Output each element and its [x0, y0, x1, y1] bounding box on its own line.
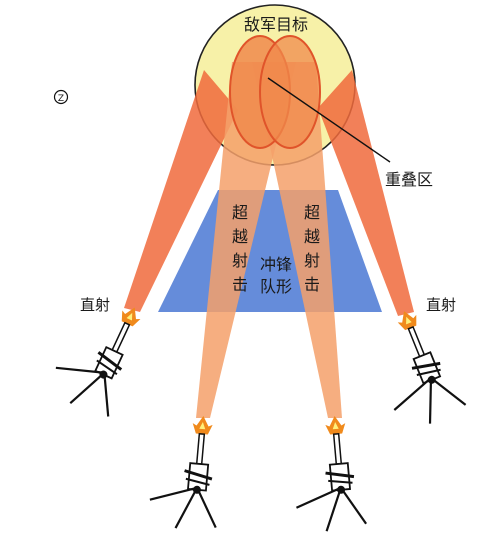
direct-fire-left-label: 直射: [80, 296, 110, 314]
overfire-right-char: 越: [304, 227, 320, 246]
overfire-beam-right: [252, 62, 342, 418]
overfire-left-char: 射: [232, 251, 248, 270]
overfire-right-char: 射: [304, 251, 320, 270]
overfire-left-char: 击: [232, 275, 248, 294]
overlap-pointer-line: [267, 77, 391, 163]
assault-formation-label-line2: 队形: [260, 277, 292, 296]
direct-fire-beam-left: [124, 70, 238, 312]
overlap-zone-label: 重叠区: [385, 170, 433, 189]
overfire-right-char: 超: [304, 203, 320, 222]
overfire-right-char: 击: [304, 275, 320, 294]
direct-fire-right-label: 直射: [426, 296, 456, 314]
overfire-impact-right: [259, 35, 321, 149]
corner-mark-icon: [53, 89, 69, 105]
overfire-left-char: 超: [232, 203, 248, 222]
overfire-left-char: 越: [232, 227, 248, 246]
machine-gun-right-icon: [393, 311, 467, 424]
machine-gun-center-right-icon: [295, 416, 368, 532]
enemy-target-label: 敌军目标: [244, 15, 308, 34]
corner-mark-letter: Z: [58, 94, 64, 104]
assault-formation-label-line1: 冲锋: [260, 255, 292, 274]
machine-gun-left-icon: [55, 307, 141, 417]
machine-gun-center-left-icon: [149, 416, 217, 529]
direct-fire-beam-right: [318, 70, 414, 316]
